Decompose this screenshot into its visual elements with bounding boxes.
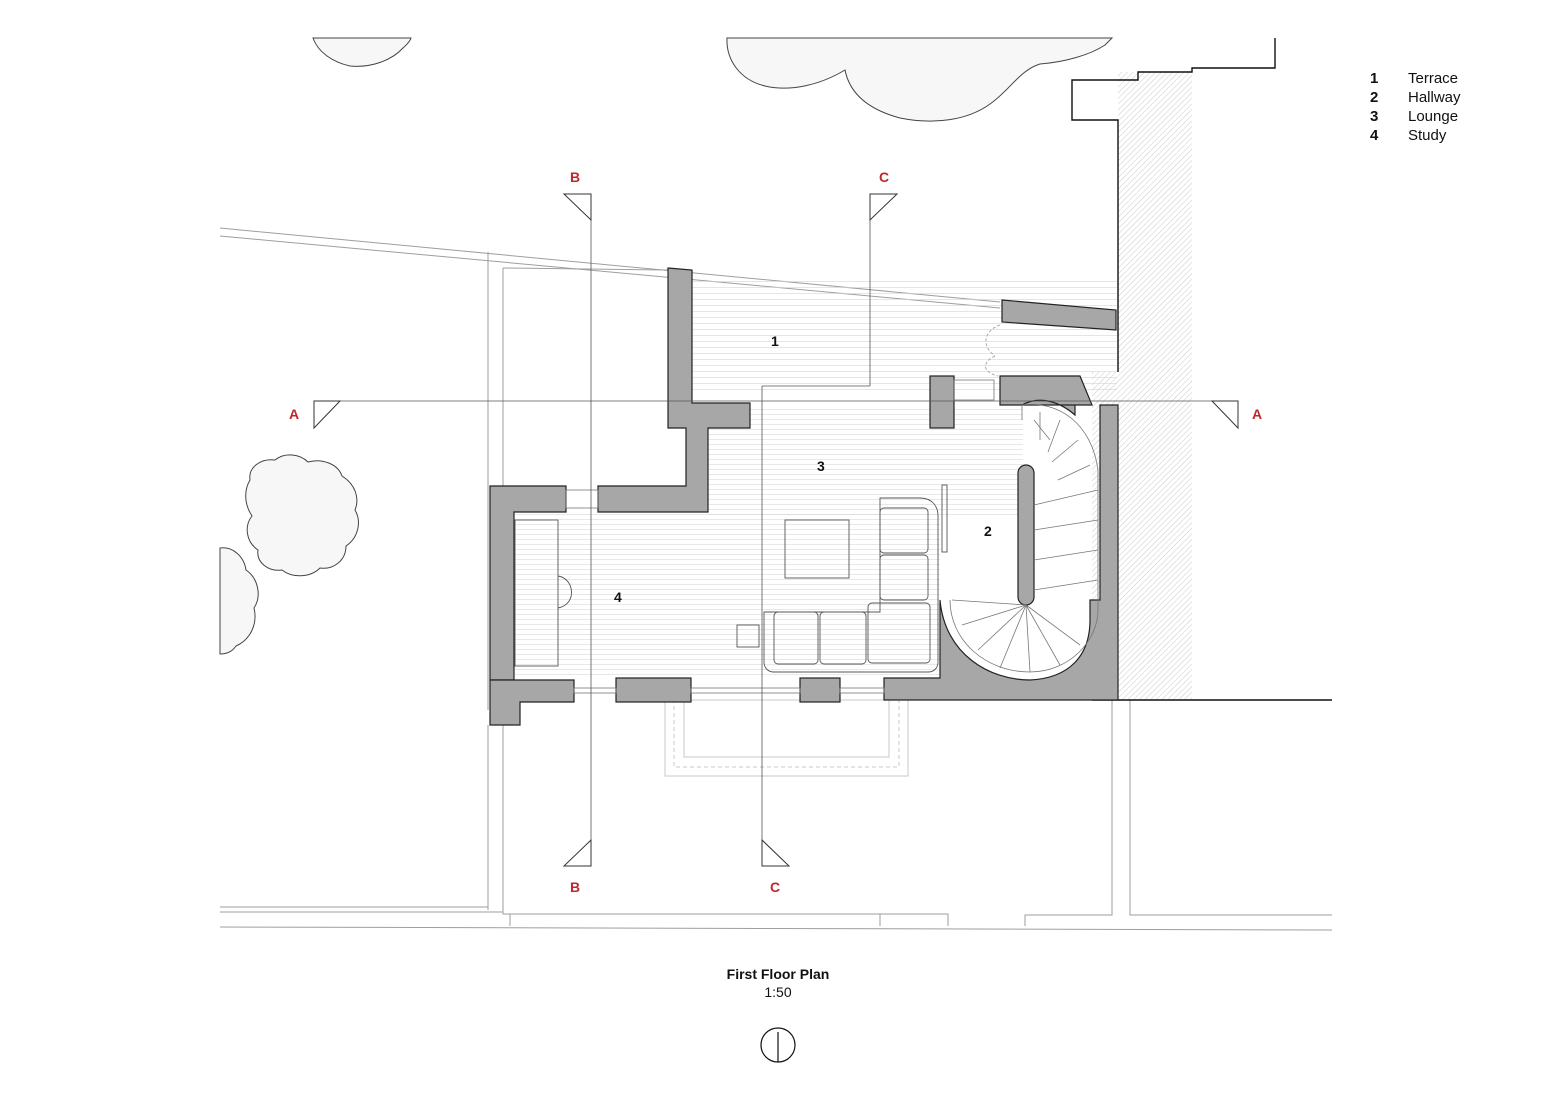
- north-arrow-icon: [760, 1027, 796, 1063]
- room-label-terrace: 1: [771, 333, 779, 349]
- room-label-study: 4: [614, 589, 622, 605]
- section-a-right-marker: [1210, 400, 1239, 430]
- section-c-top-label: C: [879, 169, 889, 185]
- section-lines: [340, 200, 1212, 866]
- legend-name: Lounge: [1408, 108, 1459, 125]
- legend-number: 4: [1370, 127, 1379, 144]
- section-c-bottom-label: C: [770, 879, 780, 895]
- site-boundary-lines: [219, 227, 1333, 931]
- legend-name: Hallway: [1408, 89, 1461, 106]
- legend-name: Terrace: [1408, 70, 1459, 87]
- drawing-title: First Floor Plan: [726, 966, 830, 982]
- balcony-outline: [664, 699, 909, 777]
- tree-canopy-top-left: [312, 37, 412, 67]
- section-b-top-label: B: [570, 169, 580, 185]
- section-c-bottom-marker: [761, 838, 791, 867]
- drawing-title-block: First Floor Plan 1:50: [678, 966, 878, 1000]
- windows: [565, 379, 995, 694]
- side-table: [736, 624, 760, 648]
- section-b-top-marker: [562, 193, 592, 222]
- legend-number: 1: [1370, 70, 1379, 87]
- legend-item: 1 Terrace: [1370, 70, 1461, 89]
- section-a-left-marker: [313, 400, 342, 430]
- tree-canopy-top-middle: [726, 37, 1114, 122]
- legend-item: 3 Lounge: [1370, 108, 1461, 127]
- section-b-bottom-marker: [562, 838, 592, 867]
- screen-partition: [941, 484, 948, 553]
- desk-chair: [557, 575, 572, 609]
- section-c-top-marker: [869, 193, 899, 222]
- lounge-floor: [708, 405, 1023, 515]
- tree-canopy-left: [245, 454, 359, 577]
- legend-number: 2: [1370, 89, 1379, 106]
- sofa: [763, 497, 939, 673]
- desk: [514, 519, 559, 667]
- section-b-bottom-label: B: [570, 879, 580, 895]
- legend-item: 4 Study: [1370, 127, 1461, 146]
- room-label-lounge: 3: [817, 458, 825, 474]
- legend-number: 3: [1370, 108, 1379, 125]
- legend-item: 2 Hallway: [1370, 89, 1461, 108]
- room-legend: 1 Terrace 2 Hallway 3 Lounge 4 Study: [1370, 70, 1461, 146]
- terrace-decking: [692, 278, 1117, 390]
- room-label-hallway: 2: [984, 523, 992, 539]
- study-floor: [515, 512, 940, 677]
- tree-canopy-bottom-left: [219, 547, 259, 655]
- furniture: [514, 484, 948, 673]
- terrace-door: [985, 324, 1001, 377]
- staircase: [949, 403, 1099, 673]
- section-a-right-label: A: [1252, 406, 1262, 422]
- coffee-table: [784, 519, 850, 579]
- section-a-left-label: A: [289, 406, 299, 422]
- walls: [489, 267, 1119, 726]
- legend-name: Study: [1408, 127, 1447, 144]
- section-markers: [313, 193, 1239, 867]
- drawing-scale: 1:50: [764, 984, 792, 1000]
